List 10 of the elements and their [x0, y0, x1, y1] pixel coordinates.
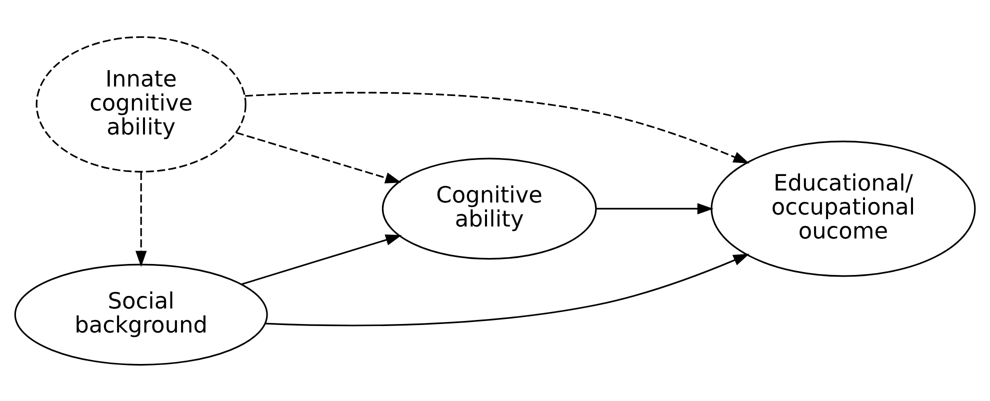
- arrow: [236, 131, 402, 183]
- node-ellipse: Social background: [14, 263, 268, 366]
- node-ellipse: Cognitive ability: [382, 157, 597, 260]
- arrow: [265, 253, 750, 326]
- arrow: [135, 171, 147, 266]
- arrow: [241, 234, 402, 285]
- arrow: [596, 202, 714, 214]
- node-ellipse: Innate cognitive ability: [36, 36, 246, 172]
- node-ellipse: Educational/ occupational oucome: [710, 140, 976, 276]
- arrow: [245, 91, 750, 164]
